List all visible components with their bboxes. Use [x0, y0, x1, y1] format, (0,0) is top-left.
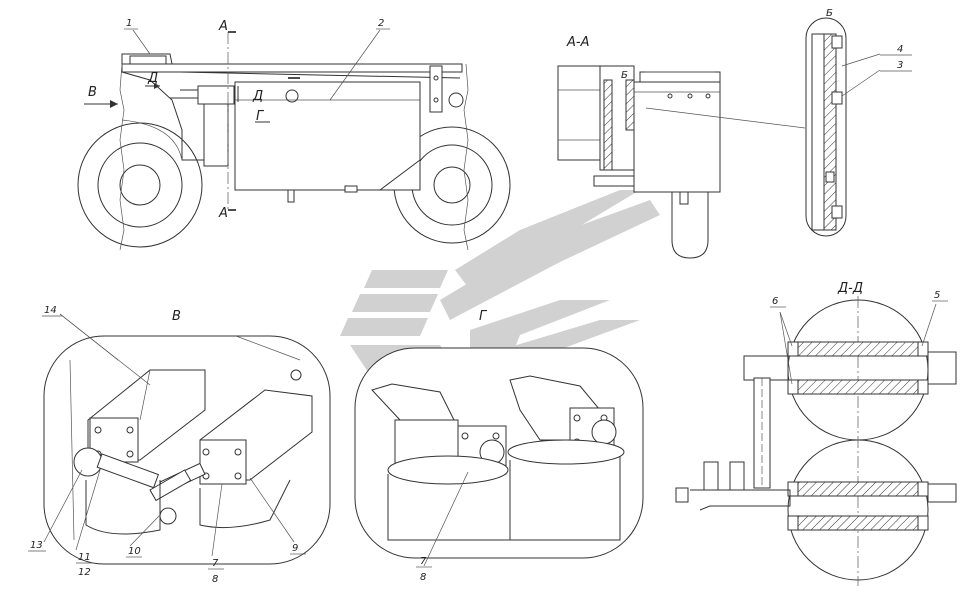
- callout-1: 1: [126, 18, 132, 29]
- view-b: [43, 313, 331, 565]
- callout-8: 8: [212, 574, 218, 585]
- view-g-title: Г: [479, 309, 488, 324]
- section-aa-title: А-А: [566, 35, 589, 50]
- marker-a-top: А: [218, 19, 228, 34]
- section-dd: [675, 296, 957, 586]
- callout-9: 9: [292, 543, 298, 554]
- marker-b-small: Б: [621, 70, 628, 81]
- detail-plate: [805, 17, 881, 237]
- callout-7: 7: [212, 558, 219, 569]
- callout-5: 5: [934, 290, 940, 301]
- callout-13: 13: [30, 540, 43, 551]
- marker-a-bottom: А: [218, 206, 228, 221]
- view-g-callout-8: 8: [420, 572, 426, 583]
- view-g: [354, 347, 644, 567]
- callout-6: 6: [772, 296, 778, 307]
- callout-14: 14: [44, 305, 57, 316]
- marker-d-left: Д: [147, 71, 158, 86]
- callout-2: 2: [378, 18, 384, 29]
- section-aa: [557, 65, 806, 259]
- callout-4: 4: [897, 44, 903, 55]
- marker-b-arrow: В: [88, 85, 97, 100]
- callout-12: 12: [78, 567, 91, 578]
- callout-11: 11: [78, 552, 91, 563]
- callout-b-top: Б: [826, 8, 833, 19]
- marker-g: Г: [256, 109, 265, 124]
- view-b-title: В: [172, 309, 181, 324]
- marker-d-right: Д: [252, 89, 263, 104]
- callout-10: 10: [128, 546, 141, 557]
- side-view: [77, 29, 511, 251]
- callout-3: 3: [897, 60, 903, 71]
- section-dd-title: Д-Д: [837, 281, 863, 296]
- view-g-callout-7: 7: [420, 556, 427, 567]
